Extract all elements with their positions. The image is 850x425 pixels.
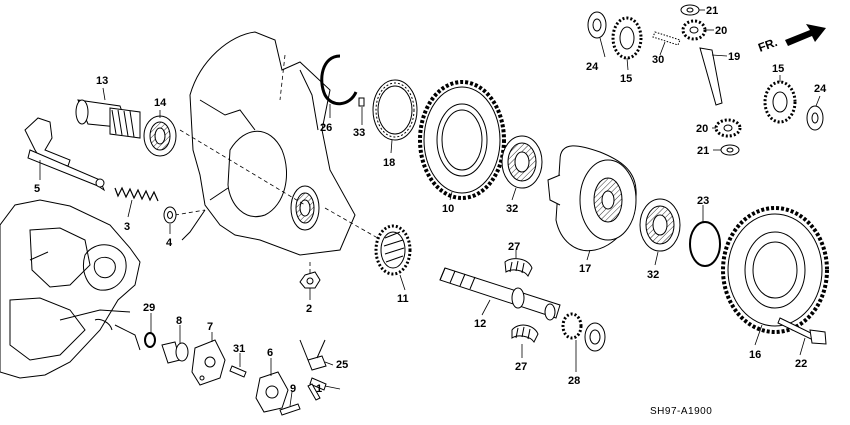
- part-label-14: 14: [154, 97, 167, 109]
- part-label-24-lower: 24: [814, 83, 827, 95]
- part-label-15-upper: 15: [620, 73, 632, 85]
- part-30-roll-pin: [652, 31, 681, 46]
- part-label-8: 8: [176, 315, 182, 327]
- part-label-4: 4: [166, 237, 173, 249]
- part-31-bolt: [229, 365, 247, 378]
- part-17-differential-carrier: [547, 145, 637, 252]
- part-22-bolt: [777, 317, 827, 345]
- part-label-17: 17: [579, 263, 591, 275]
- part-32-bearing-lower: [639, 198, 681, 252]
- part-27-needle-bearing-lower: [511, 324, 539, 343]
- part-28-bearing-set: [561, 312, 606, 352]
- part-18-ring: [372, 79, 418, 141]
- part-label-1: 1: [316, 383, 322, 395]
- part-label-24-upper: 24: [586, 61, 599, 73]
- part-label-32-upper: 32: [506, 203, 518, 215]
- part-21-washer-lower: [720, 144, 740, 156]
- part-24-thrust-washer-lower: [806, 105, 824, 131]
- part-23-snap-ring: [689, 221, 721, 267]
- part-20-side-gear-lower: [714, 118, 742, 138]
- part-label-29: 29: [143, 302, 155, 314]
- part-label-25: 25: [336, 359, 348, 371]
- part-label-9: 9: [290, 383, 296, 395]
- part-9-bolt: [279, 403, 301, 416]
- part-label-26: 26: [320, 122, 332, 134]
- part-29-o-ring: [144, 332, 156, 348]
- part-27-needle-bearing-upper: [504, 258, 533, 277]
- part-4-washer: [163, 206, 177, 224]
- part-label-21-lower: 21: [697, 145, 709, 157]
- housing-bearing: [290, 185, 320, 231]
- transmission-housing: [0, 31, 356, 379]
- part-14-synchro-sleeve: [143, 115, 177, 157]
- part-26-snap-ring: [320, 54, 358, 106]
- part-label-16: 16: [749, 349, 761, 361]
- part-label-10: 10: [442, 203, 454, 215]
- alignment-lines: [174, 54, 391, 275]
- part-32-bearing-upper: [501, 135, 543, 189]
- part-10-driven-gear: [418, 80, 506, 200]
- part-12-countershaft: [439, 267, 561, 321]
- part-label-2: 2: [306, 303, 312, 315]
- part-label-20-lower: 20: [696, 123, 708, 135]
- part-25-clip: [299, 339, 327, 371]
- part-label-20-upper: 20: [715, 25, 727, 37]
- part-label-23: 23: [697, 195, 709, 207]
- part-label-31: 31: [233, 343, 245, 355]
- part-1-bolt: [307, 377, 327, 401]
- part-label-7: 7: [207, 321, 213, 333]
- part-15-pinion-gear-lower: [763, 80, 797, 124]
- part-label-13: 13: [96, 75, 108, 87]
- part-label-15-lower: 15: [772, 63, 784, 75]
- part-label-6: 6: [267, 347, 273, 359]
- part-labels: 1 2 3 4 5 6 7 8 9 10 11 12 13 14 15 15 1…: [34, 5, 827, 395]
- part-33-pin: [358, 97, 365, 107]
- part-7-holder: [191, 339, 226, 386]
- part-2-lock-nut: [299, 271, 321, 289]
- part-label-27-upper: 27: [508, 241, 520, 253]
- part-label-28: 28: [568, 375, 580, 387]
- front-direction-arrow: FR.: [756, 24, 826, 55]
- part-11-drive-gear: [374, 224, 412, 276]
- part-label-30: 30: [652, 54, 664, 66]
- part-label-27-lower: 27: [515, 361, 527, 373]
- part-20-side-gear-upper: [681, 19, 707, 41]
- part-label-19: 19: [728, 51, 740, 63]
- leader-lines: [39, 9, 821, 407]
- part-21-washer-upper: [680, 4, 700, 16]
- part-6-vehicle-speed-sensor: [255, 371, 289, 413]
- part-8-speedometer-gear: [161, 341, 189, 364]
- part-15-pinion-gear-upper: [611, 16, 643, 60]
- part-label-3: 3: [124, 221, 130, 233]
- part-label-12: 12: [474, 318, 486, 330]
- diagram-code: SH97-A1900: [650, 406, 712, 417]
- part-label-21-upper: 21: [706, 5, 718, 17]
- part-5-shift-fork: [24, 117, 106, 192]
- part-label-22: 22: [795, 358, 807, 370]
- part-label-18: 18: [383, 157, 395, 169]
- part-label-32-lower: 32: [647, 269, 659, 281]
- part-label-5: 5: [34, 183, 40, 195]
- part-16-final-gear: [721, 206, 829, 334]
- part-label-11: 11: [397, 293, 409, 305]
- part-label-33: 33: [353, 127, 365, 139]
- part-19-pinion-shaft: [699, 47, 723, 106]
- part-24-thrust-washer-upper: [587, 11, 607, 39]
- part-13-mainshaft: [75, 99, 141, 139]
- part-3-spring: [114, 186, 159, 202]
- front-direction-label: FR.: [756, 35, 779, 55]
